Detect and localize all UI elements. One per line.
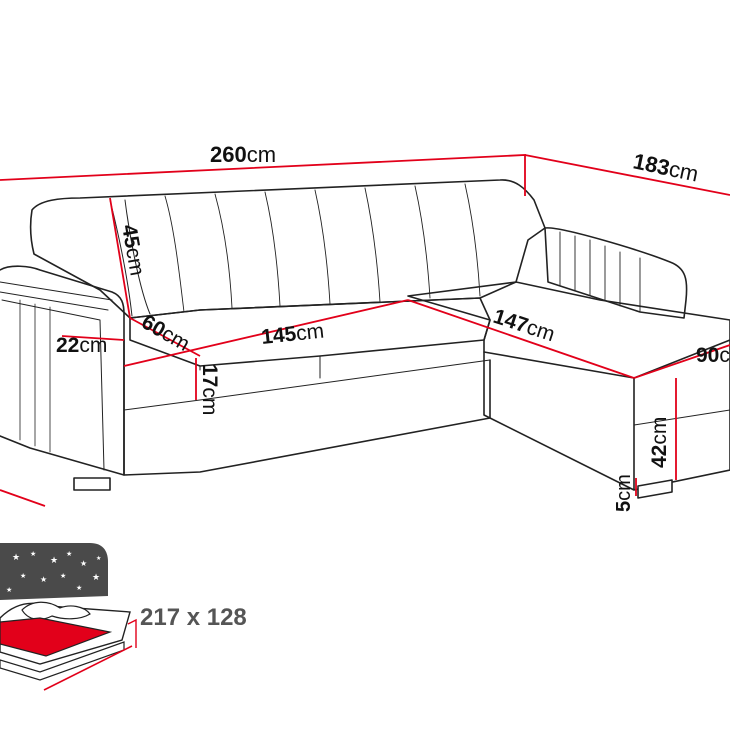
svg-text:★: ★ [66,550,72,558]
label-total-width: 260cm [210,142,276,167]
svg-text:★: ★ [30,550,36,558]
chaise-seat [407,281,730,379]
label-seat-depth: 60cm [138,310,194,356]
svg-text:★: ★ [96,555,101,562]
svg-text:★: ★ [20,572,26,580]
dim-line-seat-depth [129,317,201,357]
dim-line-chaise-seat [407,299,635,379]
dimension-labels: 260cm 183cm 45cm 60cm 145cm 147cm 22cm 9… [56,142,730,512]
svg-text:★: ★ [76,584,82,592]
left-foot [73,477,111,491]
sleeping-area-size: 217 x 128 [140,604,247,631]
sofa-bed-icon: ★ ★ ★ ★ ★ ★ ★ ★ ★ ★ ★ ★ [0,543,137,691]
chaise-armrest [544,227,688,319]
dim-line-left-edge [0,489,46,507]
dim-line-arm-width [61,335,125,341]
dim-line-chaise-length [524,154,730,196]
label-chaise-width: 90c [696,344,730,367]
label-total-height: 42cm [648,417,671,468]
sofa-outline [0,179,730,499]
svg-text:★: ★ [12,552,20,562]
svg-text:★: ★ [80,559,87,568]
dim-line-seat-width [123,299,409,367]
label-leg-height: 5cm [613,474,635,512]
left-armrest [0,265,125,476]
dimension-lines [0,154,730,507]
svg-text:★: ★ [92,572,100,582]
svg-text:★: ★ [40,575,47,584]
right-foot [637,479,673,499]
dim-line-chaise-width [633,344,730,379]
label-chaise-length: 183cm [631,148,701,186]
backrest [29,179,546,319]
svg-text:★: ★ [50,555,58,565]
svg-text:★: ★ [60,572,66,580]
dim-line-back-height [109,197,131,319]
label-seat-height: 17cm [198,364,221,415]
label-arm-width: 22cm [56,334,107,357]
svg-text:★: ★ [6,586,12,594]
moon-stars-icon: ★ ★ ★ ★ ★ ★ ★ ★ ★ ★ ★ ★ [0,543,108,600]
mattress [0,617,113,657]
sofa-base [123,339,491,476]
label-seat-width: 145cm [260,320,325,349]
label-back-height: 45cm [117,223,149,278]
